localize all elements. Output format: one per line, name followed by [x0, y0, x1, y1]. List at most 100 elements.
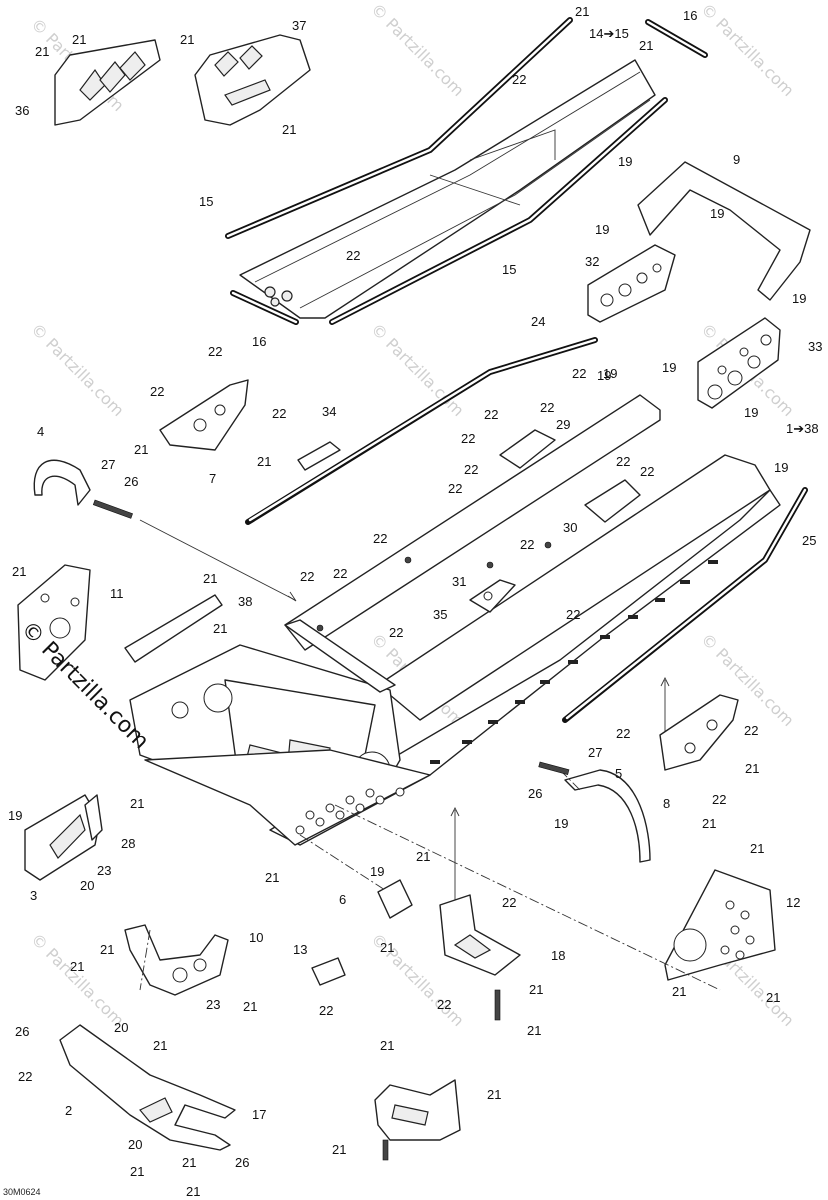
callout-label: 37 [292, 18, 306, 33]
callout-label: 8 [663, 796, 670, 811]
callout-label: 21 [70, 959, 84, 974]
callout-label: 22 [616, 726, 630, 741]
callout-label: 21 [527, 1023, 541, 1038]
callout-label: 27 [101, 457, 115, 472]
callout-label: 21 [186, 1184, 200, 1199]
callout-label: 21 [203, 571, 217, 586]
callout-label: 21 [213, 621, 227, 636]
callout-label: 15 [502, 262, 516, 277]
callout-label: 15 [199, 194, 213, 209]
callout-label: 32 [585, 254, 599, 269]
callout-label: 21 [12, 564, 26, 579]
callout-label: 21 [639, 38, 653, 53]
callout-label: 16 [683, 8, 697, 23]
callout-label: 21 [134, 442, 148, 457]
callout-label: 14➔15 [589, 26, 629, 41]
callout-label: 22 [484, 407, 498, 422]
callout-label: 21 [72, 32, 86, 47]
callout-label: 19 [597, 368, 611, 383]
callout-label: 22 [461, 431, 475, 446]
bracket-7-part [159, 379, 249, 451]
callout-label: 22 [640, 464, 654, 479]
callout-label: 19 [618, 154, 632, 169]
callout-label: 12 [786, 895, 800, 910]
callout-label: 22 [616, 454, 630, 469]
callout-label: 21 [745, 761, 759, 776]
callout-label: 18 [551, 948, 565, 963]
callout-label: 21 [257, 454, 271, 469]
plate-12-part [664, 869, 776, 981]
callout-label: 11 [110, 586, 124, 601]
callout-label: 4 [37, 424, 44, 439]
bracket-29-part [499, 429, 556, 469]
rail-2-part [59, 1024, 236, 1151]
callout-label: 19 [774, 460, 788, 475]
callout-label: 21 [153, 1038, 167, 1053]
strip-15-right [329, 97, 668, 325]
callout-label: 22 [540, 400, 554, 415]
watermark: © Partzilla.com [367, 319, 468, 420]
figure-code: 30M0624 [3, 1187, 41, 1197]
callout-label: 21 [265, 870, 279, 885]
callout-label: 22 [373, 531, 387, 546]
callout-label: 22 [744, 723, 758, 738]
callout-label: 21 [243, 999, 257, 1014]
bracket-10-part [124, 924, 229, 996]
callout-label: 22 [389, 625, 403, 640]
callout-label: 21 [750, 841, 764, 856]
callout-label: 21 [487, 1087, 501, 1102]
callout-label: 27 [588, 745, 602, 760]
callout-label: 36 [15, 103, 29, 118]
tunnel-cap-part [239, 59, 656, 319]
callout-label: 19 [710, 206, 724, 221]
bracket-13-part [311, 957, 346, 986]
callout-label: 21 [130, 1164, 144, 1179]
callout-label: 33 [808, 339, 822, 354]
callout-label: 22 [272, 406, 286, 421]
callout-label: 21 [182, 1155, 196, 1170]
callout-label: 21 [130, 796, 144, 811]
callout-label: 10 [249, 930, 263, 945]
callout-label: 22 [464, 462, 478, 477]
callout-label: 21 [35, 44, 49, 59]
callout-label: 31 [452, 574, 466, 589]
callout-labels: 21 21 36 21 37 21 21 14➔15 21 16 22 15 1… [8, 4, 822, 1199]
plate-33-part [697, 317, 781, 409]
callout-label: 19 [662, 360, 676, 375]
callout-label: 20 [114, 1020, 128, 1035]
handle-5-part [564, 769, 651, 863]
callout-label: 26 [15, 1024, 29, 1039]
callout-label: 19 [554, 816, 568, 831]
callout-label: 19 [8, 808, 22, 823]
bracket-30-part [584, 479, 641, 523]
bracket-35-part [469, 579, 516, 613]
callout-label: 22 [502, 895, 516, 910]
callout-label: 21 [180, 32, 194, 47]
hardware-bolts [92, 499, 570, 1161]
callout-label: 6 [339, 892, 346, 907]
bracket-28-part [84, 794, 103, 841]
bracket-37-part [194, 34, 311, 126]
strip-16-bottom [230, 290, 299, 325]
strip-24 [245, 337, 598, 525]
callout-label: 5 [615, 766, 622, 781]
handle-4-part [33, 459, 91, 506]
callout-label: 16 [252, 334, 266, 349]
callout-label: 19 [595, 222, 609, 237]
callout-label: 17 [252, 1107, 266, 1122]
callout-label: 1➔38 [786, 421, 819, 436]
callout-label: 21 [766, 990, 780, 1005]
callout-label: 22 [712, 792, 726, 807]
callout-label: 21 [672, 984, 686, 999]
callout-label: 21 [575, 4, 589, 19]
callout-label: 28 [121, 836, 135, 851]
callout-label: 30 [563, 520, 577, 535]
bracket-3-part [24, 794, 101, 881]
callout-label: 22 [346, 248, 360, 263]
callout-label: 38 [238, 594, 252, 609]
callout-label: 19 [603, 366, 617, 381]
watermark: © Partzilla.com [27, 319, 128, 420]
floor-holes [295, 787, 405, 835]
callout-label: 22 [18, 1069, 32, 1084]
